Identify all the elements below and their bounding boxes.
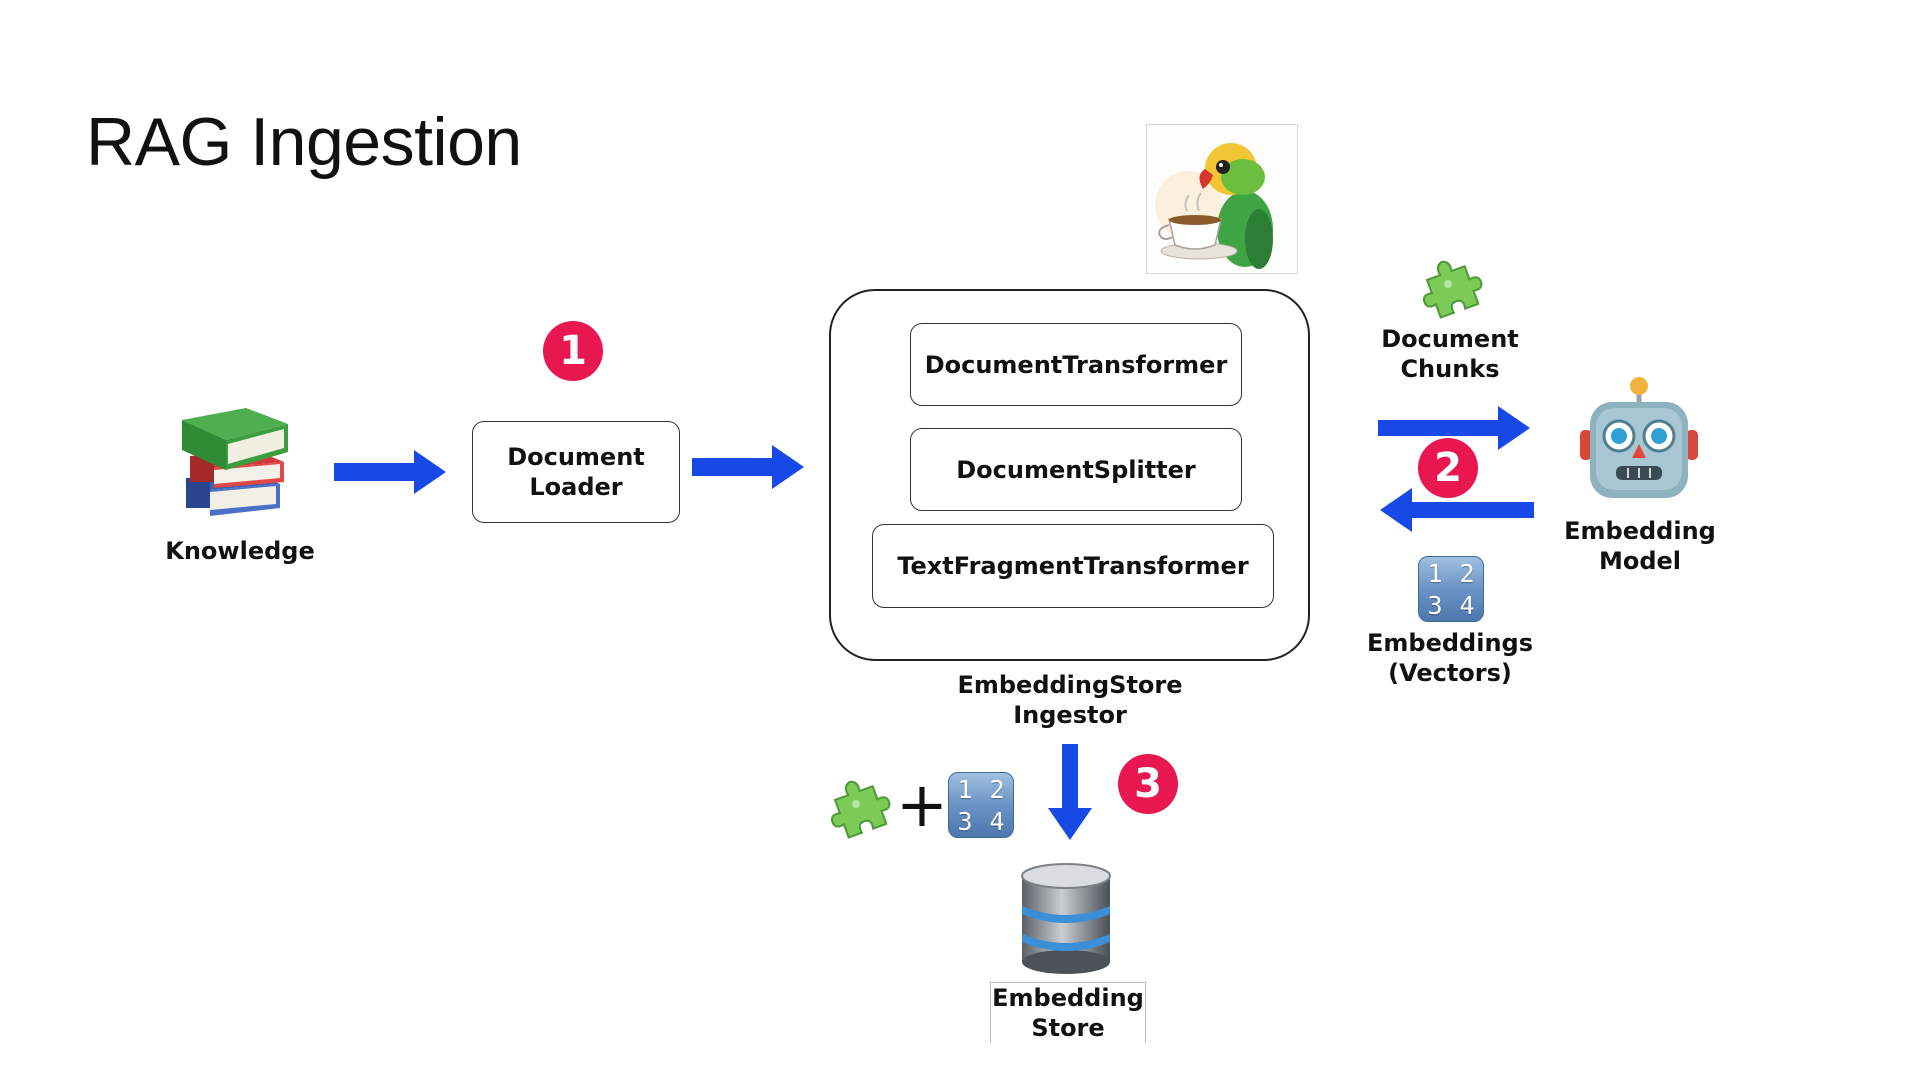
digit-2: 2 xyxy=(989,774,1005,804)
robot-icon xyxy=(1580,377,1698,498)
document-loader-box: Document Loader xyxy=(472,421,680,523)
digit-4: 4 xyxy=(1459,590,1475,620)
digit-3: 3 xyxy=(1427,590,1443,620)
embedding-model-label: Embedding Model xyxy=(1564,517,1716,575)
books-icon xyxy=(182,408,288,516)
digit-1: 1 xyxy=(957,774,973,804)
page-title: RAG Ingestion xyxy=(86,104,522,180)
document-transformer-label: DocumentTransformer xyxy=(924,350,1228,379)
step-1-badge: 1 xyxy=(543,321,603,381)
arrow-ingestor-to-store xyxy=(1048,744,1092,840)
parrot-with-teacup-icon xyxy=(1155,143,1273,269)
numbers-1234-icon: 1 2 3 4 xyxy=(1418,556,1484,622)
embeddings-label: Embeddings (Vectors) xyxy=(1367,629,1533,687)
puzzle-piece-icon xyxy=(1422,260,1483,319)
database-icon xyxy=(1021,863,1111,974)
digit-3: 3 xyxy=(957,806,973,836)
digit-4: 4 xyxy=(989,806,1005,836)
knowledge-label: Knowledge xyxy=(165,537,315,565)
document-splitter-label: DocumentSplitter xyxy=(956,455,1196,484)
arrow-ingestor-to-model xyxy=(1378,406,1530,450)
parrot-logo xyxy=(1146,124,1298,274)
ingestor-label: EmbeddingStore Ingestor xyxy=(957,671,1183,729)
document-transformer-box: DocumentTransformer xyxy=(910,323,1242,406)
embedding-store-label: Embedding Store xyxy=(990,982,1146,1043)
embedding-store-node xyxy=(1016,860,1116,978)
embedding-model-node xyxy=(1578,374,1700,506)
step-3-badge: 3 xyxy=(1118,754,1178,814)
knowledge-node xyxy=(176,400,304,520)
text-fragment-transformer-box: TextFragmentTransformer xyxy=(872,524,1274,608)
arrow-knowledge-to-loader xyxy=(334,450,446,494)
puzzle-piece-icon xyxy=(830,780,891,839)
combine-chunk-vector: + 1 2 3 4 xyxy=(826,770,1026,842)
arrow-loader-to-ingestor xyxy=(692,445,804,489)
digit-2: 2 xyxy=(1459,558,1475,588)
chunks-label: Document Chunks xyxy=(1381,325,1519,383)
digit-1: 1 xyxy=(1427,558,1443,588)
document-splitter-box: DocumentSplitter xyxy=(910,428,1242,511)
arrow-model-to-ingestor xyxy=(1380,488,1534,532)
step-2-badge: 2 xyxy=(1418,438,1478,498)
plus-sign: + xyxy=(896,768,948,841)
document-loader-label: Document Loader xyxy=(507,443,645,501)
text-fragment-transformer-label: TextFragmentTransformer xyxy=(897,552,1249,580)
numbers-1234-icon: 1 2 3 4 xyxy=(948,772,1014,838)
chunks-node xyxy=(1418,250,1488,320)
